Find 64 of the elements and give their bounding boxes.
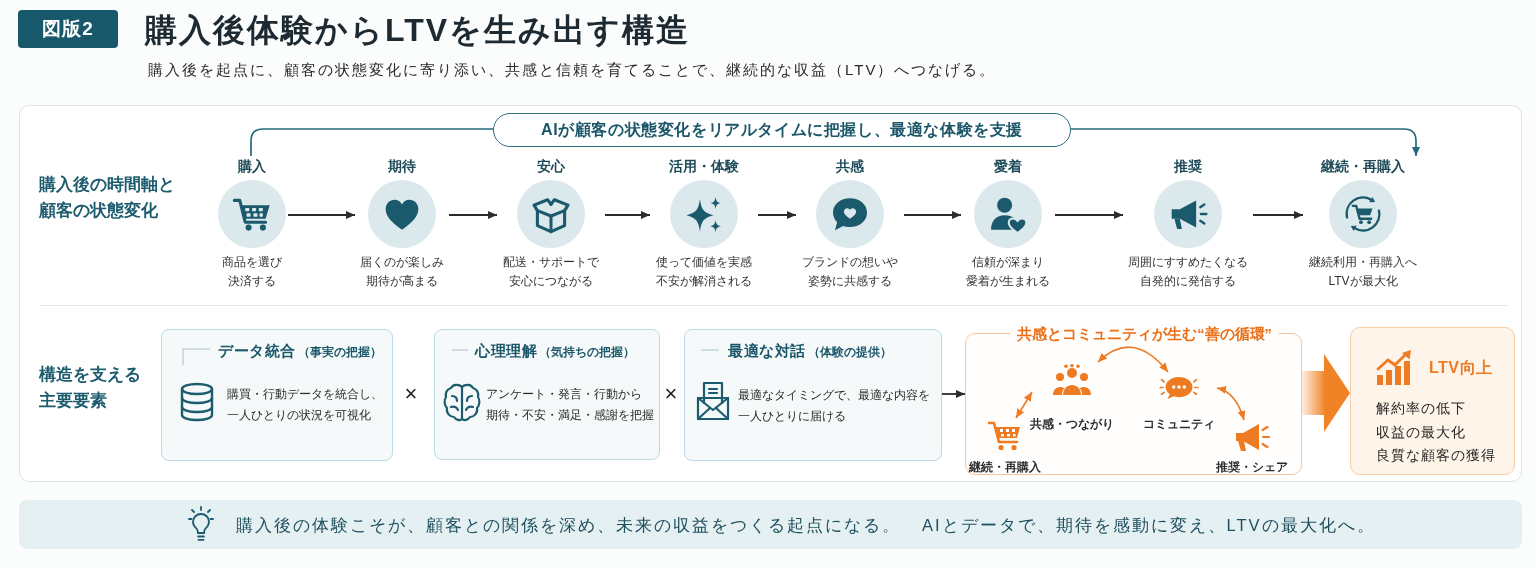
card — [161, 329, 393, 461]
arrow — [941, 390, 966, 398]
list-item: 収益の最大化 — [1376, 424, 1466, 442]
arrow — [1054, 211, 1124, 219]
step-description: 商品を選び決済する — [221, 254, 283, 290]
arrow — [287, 211, 356, 219]
title: 購入後体験からLTVを生み出す構造 — [145, 12, 691, 48]
card-title: 最適な対話 — [728, 341, 806, 361]
step-description: 信頼が深まり愛着が生まれる — [965, 254, 1051, 290]
item-label: 継続・再購入 — [969, 460, 1041, 474]
footer-band — [19, 500, 1522, 549]
result-heading: LTV向上 — [1429, 358, 1493, 378]
row-label: 構造を支える主要要素 — [39, 364, 142, 411]
arrow — [757, 211, 797, 219]
step-heading: 愛着 — [994, 157, 1022, 176]
item-label: コミュニティ — [1143, 417, 1215, 431]
step-heading: 継続・再購入 — [1321, 157, 1405, 176]
step-description: 継続利用・再購入へLTVが最大化 — [1308, 254, 1418, 290]
step-heading: 購入 — [238, 157, 266, 176]
list-item: 解約率の低下 — [1376, 400, 1466, 418]
card-text: アンケート・発言・行動から期待・不安・満足・感謝を把握 — [486, 386, 655, 424]
card-subtitle: （気持ちの把握） — [539, 345, 635, 361]
card — [684, 329, 942, 461]
arrow — [604, 211, 651, 219]
step-heading: 安心 — [537, 157, 565, 176]
figure-badge: 図版2 — [18, 10, 118, 48]
row-label: 購入後の時間軸と顧客の状態変化 — [39, 174, 176, 221]
panel-heading: 共感とコミュニティが生む“善の循環” — [1010, 324, 1279, 344]
double-arrow — [1015, 391, 1033, 419]
panel — [19, 105, 1522, 482]
arrow — [1252, 211, 1304, 219]
double-arrow — [1097, 346, 1169, 373]
multiply-sign: × — [404, 381, 418, 407]
item-label: 推奨・シェア — [1216, 460, 1288, 474]
arrow — [903, 211, 962, 219]
card-title: 心理理解 — [475, 341, 537, 361]
card-text: 購買・行動データを統合し、一人ひとりの状況を可視化 — [227, 386, 384, 424]
list-item: 良質な顧客の獲得 — [1376, 447, 1496, 465]
step-heading: 推奨 — [1174, 157, 1202, 176]
arrow — [1070, 128, 1420, 157]
multiply-sign: × — [664, 381, 678, 407]
card-title: データ統合 — [218, 341, 296, 361]
card-text: 最適なタイミングで、最適な内容を一人ひとりに届ける — [738, 387, 931, 425]
card-subtitle: （事実の把握） — [297, 344, 382, 361]
result-card — [1350, 327, 1515, 475]
banner: AIが顧客の状態変化をリアルタイムに把握し、最適な体験を支援 — [493, 113, 1071, 147]
step-heading: 活用・体験 — [669, 157, 739, 176]
step-description: ブランドの想いや姿勢に共感する — [801, 254, 899, 290]
connector-line — [250, 128, 494, 157]
message-text: AIとデータで、期待を感動に変え、LTVの最大化へ。 — [922, 515, 1376, 536]
step-description: 届くのが楽しみ期待が高まる — [359, 254, 445, 290]
block-arrow — [1302, 354, 1350, 432]
step-description: 使って価値を実感不安が解消される — [655, 254, 753, 290]
message-text: 購入後の体験こそが、顧客との関係を深め、未来の収益をつくる起点になる。 — [236, 515, 901, 536]
subtitle: 購入後を起点に、顧客の状態変化に寄り添い、共感と信頼を育てることで、継続的な収益（LTV）へつなげる。 — [148, 60, 997, 80]
step-heading: 共感 — [836, 157, 864, 176]
double-arrow — [1216, 386, 1246, 421]
card — [434, 329, 660, 460]
item-label: 共感・つながり — [1030, 417, 1114, 431]
step-description: 配送・サポートで安心につながる — [502, 254, 600, 290]
step-heading: 期待 — [388, 157, 416, 176]
arrow — [448, 211, 498, 219]
card-subtitle: （体験の提供） — [807, 345, 892, 361]
step-description: 周囲にすすめたくなる自発的に発信する — [1127, 254, 1249, 290]
